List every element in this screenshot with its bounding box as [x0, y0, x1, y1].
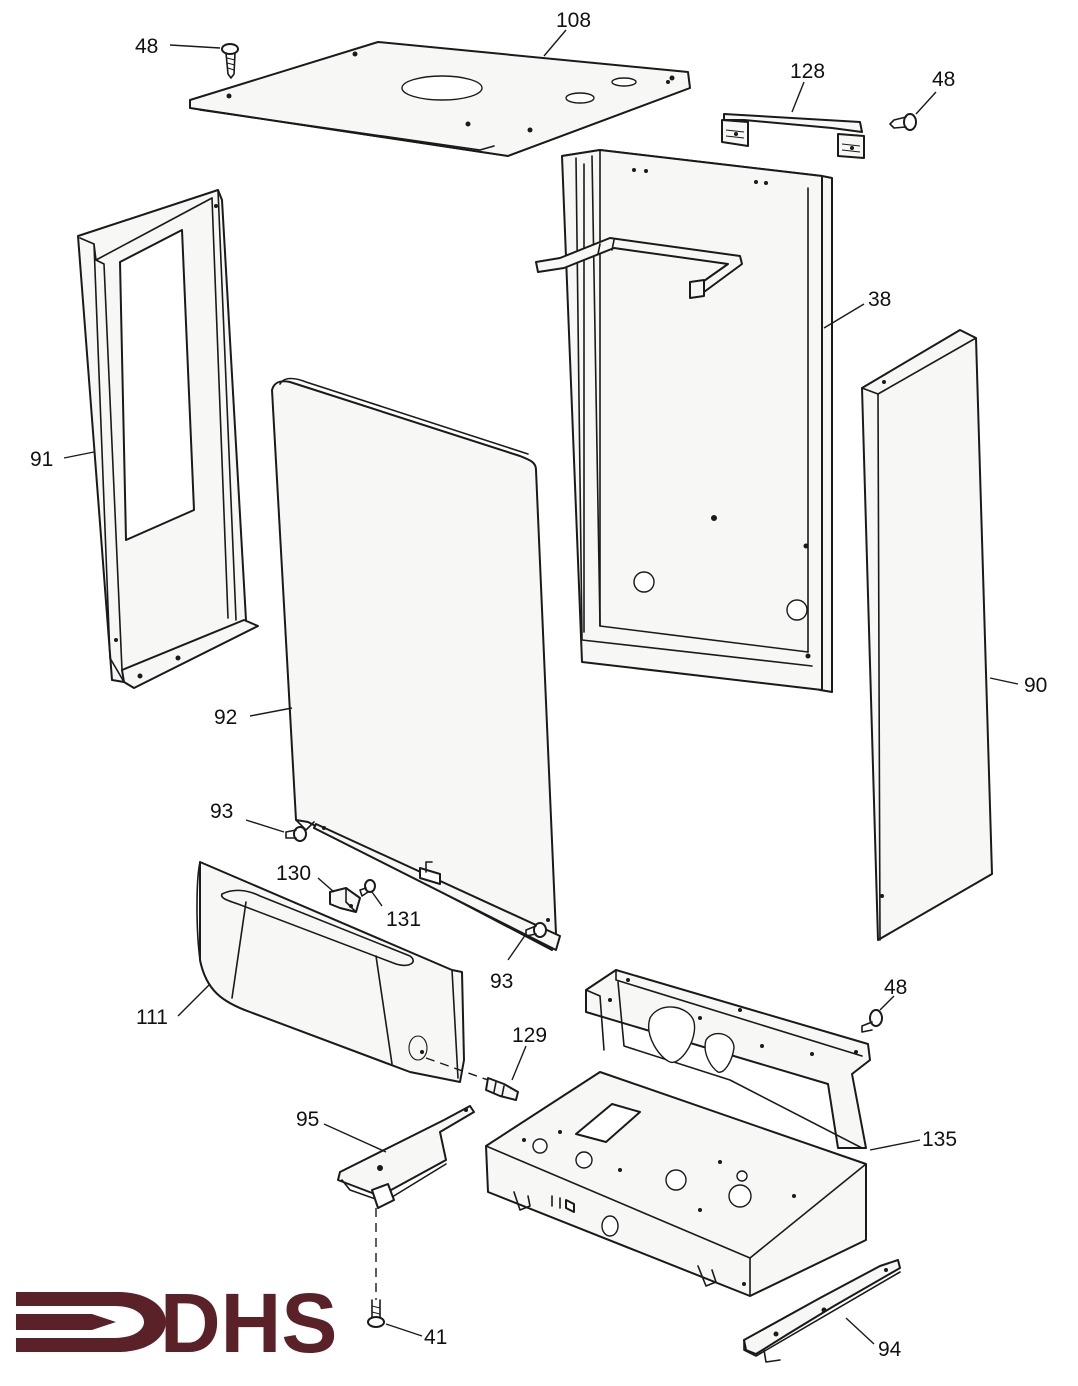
- side-panel-90: [861, 329, 993, 941]
- callout-95: 95: [296, 1108, 319, 1131]
- callout-129: 129: [512, 1024, 547, 1047]
- callout-94: 94: [878, 1338, 902, 1361]
- callout-128: 128: [790, 60, 825, 83]
- dhs-logo: DHS: [16, 1276, 337, 1370]
- side-frame-91: [77, 189, 259, 689]
- screw-93-right: [525, 922, 547, 938]
- callout-48-right: 48: [884, 976, 907, 999]
- callout-135: 135: [922, 1128, 957, 1151]
- clip-130: [329, 887, 361, 913]
- bracket-94: [743, 1259, 901, 1363]
- callout-131: 131: [386, 908, 421, 931]
- logo-text: DHS: [160, 1276, 337, 1370]
- leader-lines: [63, 29, 1019, 1345]
- callout-labels: 48 108 128 48 38 91 90 92 93 130 131 93 …: [30, 9, 1047, 1361]
- callout-91: 91: [30, 448, 53, 471]
- base-assembly-135: [485, 969, 871, 1297]
- callout-92: 92: [214, 706, 237, 729]
- hanging-bracket: [535, 237, 743, 299]
- back-panel-38: [561, 149, 833, 693]
- screw-93-left: [285, 826, 307, 842]
- arrow-icon: [16, 1292, 166, 1352]
- screw-131: [359, 879, 376, 897]
- bracket-128: [721, 113, 865, 159]
- callout-48-top-right: 48: [932, 68, 955, 91]
- top-panel-108: [189, 41, 691, 157]
- pin-129: [485, 1077, 519, 1101]
- screw-41: [367, 1299, 385, 1328]
- callout-111: 111: [136, 1006, 168, 1029]
- callout-41: 41: [424, 1326, 447, 1349]
- callout-48-top-left: 48: [135, 35, 158, 58]
- callout-93-left: 93: [210, 800, 233, 823]
- screw-48-top-left: [221, 43, 239, 79]
- screw-48-right: [861, 1009, 883, 1033]
- callout-38: 38: [868, 288, 891, 311]
- front-panel-92: [271, 377, 561, 951]
- bracket-95: [337, 1105, 475, 1209]
- callout-93-right: 93: [490, 970, 513, 993]
- screw-48-top-right: [889, 113, 917, 131]
- callout-90: 90: [1024, 674, 1047, 697]
- callout-108: 108: [556, 9, 591, 32]
- callout-130: 130: [276, 862, 311, 885]
- control-cover-111: [196, 861, 465, 1083]
- dashed-axis-129: [425, 1057, 489, 1081]
